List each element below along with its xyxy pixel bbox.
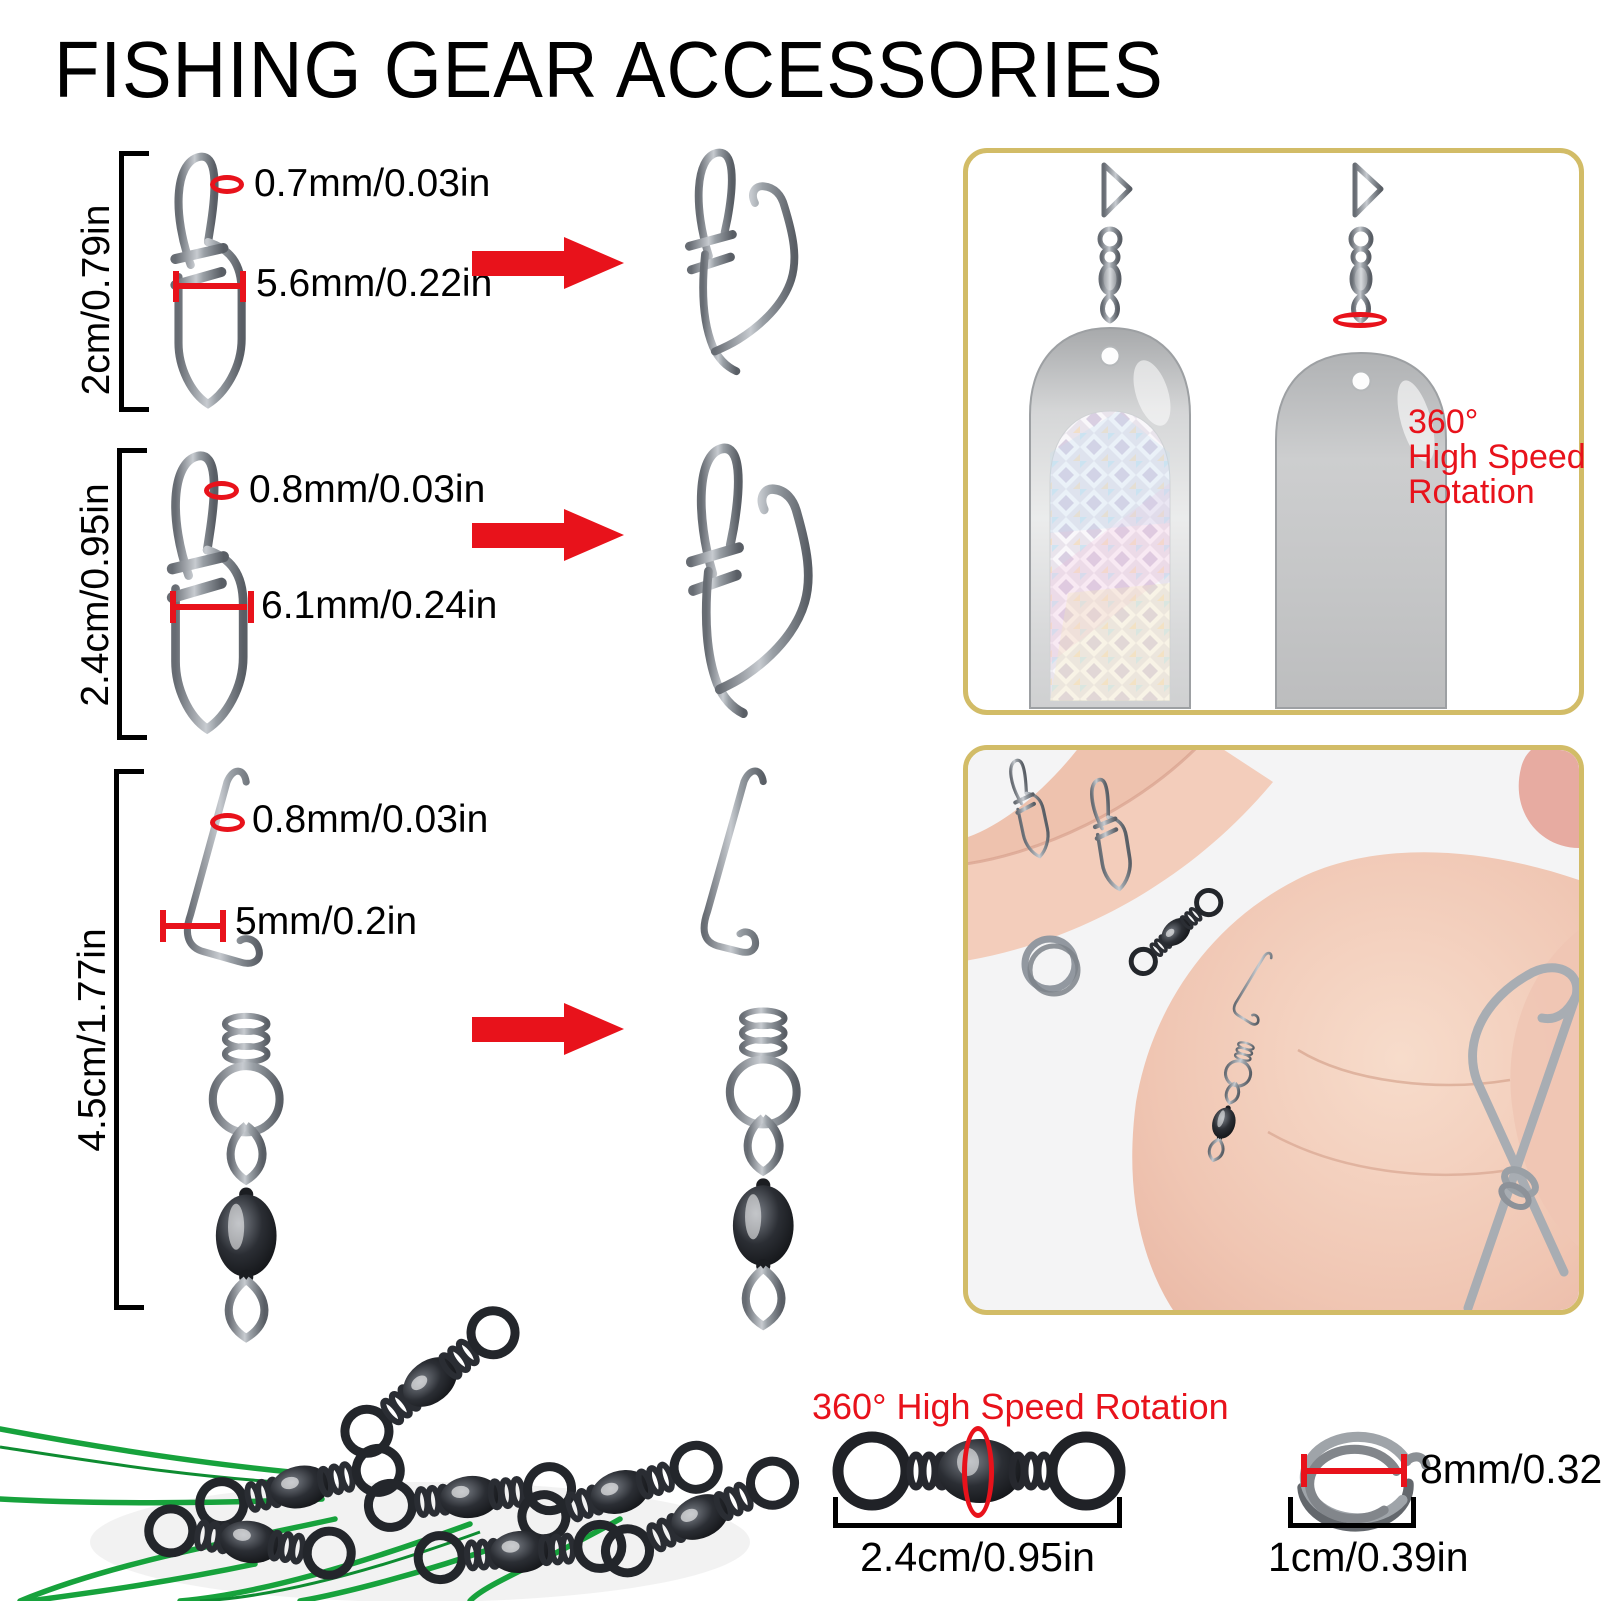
- opening-width-measure-row1: [176, 283, 244, 289]
- swivel-length-bracket-left-tick: [833, 1497, 838, 1528]
- swivel-rotation-label: 360° High Speed Rotation: [812, 1386, 1229, 1427]
- height-label-row1: 2cm/0.79in: [75, 204, 118, 396]
- size-bracket-row1-bottom-tick: [119, 407, 149, 412]
- flasher-blades-photo: [1029, 162, 1447, 709]
- swivel-length-bracket: [833, 1523, 1122, 1528]
- opening-width-cap-left-row2: [170, 591, 176, 623]
- transform-arrow-icon-row3: [472, 1003, 624, 1055]
- split-ring-inner-cap-left: [1301, 1454, 1307, 1487]
- size-bracket-row2-top-tick: [117, 448, 147, 453]
- hand-photo-panel: [963, 745, 1584, 1315]
- opening-width-label-row1: 5.6mm/0.22in: [256, 262, 493, 305]
- opening-width-cap-right-row1: [240, 271, 246, 302]
- page-title: FISHING GEAR ACCESSORIES: [54, 25, 1164, 114]
- wire-diameter-label-row2: 0.8mm/0.03in: [249, 468, 486, 511]
- rotation-note-line2: High Speed: [1408, 438, 1586, 476]
- wire-diameter-ellipse-row1: [210, 175, 244, 194]
- split-ring-outer-label: 1cm/0.39in: [1268, 1534, 1469, 1580]
- opening-width-measure-row3: [163, 923, 223, 929]
- transform-arrow-icon-row1: [472, 237, 624, 289]
- rotation-note: 360° High Speed Rotation: [1408, 405, 1586, 510]
- swivel-rotation-ellipse-icon: [962, 1426, 994, 1518]
- split-ring-outer-bracket-right-tick: [1411, 1497, 1416, 1528]
- split-ring-inner-measure: [1301, 1468, 1407, 1474]
- size-bracket-row3-bottom-tick: [114, 1305, 144, 1310]
- hand-with-accessories-photo: [968, 750, 1579, 1310]
- height-label-row3: 4.5cm/1.77in: [71, 928, 114, 1152]
- split-ring-outer-bracket-left-tick: [1288, 1497, 1293, 1528]
- flasher-photo-panel: 360° High Speed Rotation: [963, 148, 1586, 715]
- opening-width-measure-row2: [173, 604, 247, 610]
- size-bracket-row2: [117, 448, 122, 740]
- height-label-row2: 2.4cm/0.95in: [74, 483, 117, 707]
- opening-width-label-row2: 6.1mm/0.24in: [261, 584, 498, 627]
- wire-diameter-label-row3: 0.8mm/0.03in: [252, 798, 489, 841]
- snap-open-illustration-row1: [660, 144, 846, 380]
- rotation-note-line3: Rotation: [1408, 473, 1535, 511]
- swivel-length-label: 2.4cm/0.95in: [860, 1534, 1095, 1580]
- wire-diameter-label-row1: 0.7mm/0.03in: [254, 162, 491, 205]
- transform-arrow-icon-row2: [472, 509, 624, 561]
- split-ring-inner-label: 8mm/0.32in: [1420, 1446, 1601, 1492]
- rotation-ellipse-icon: [1333, 312, 1387, 328]
- swivel-length-bracket-right-tick: [1117, 1497, 1122, 1528]
- opening-width-cap-right-row3: [220, 910, 226, 942]
- swivel-leaders-photo: [0, 1262, 790, 1601]
- snap-swivel-closed-illustration-row3: [143, 762, 315, 1324]
- opening-width-cap-left-row3: [160, 910, 166, 942]
- snap-swivel-open-illustration-row3: [656, 762, 828, 1312]
- split-ring-inner-cap-right: [1401, 1454, 1407, 1487]
- size-bracket-row3: [114, 769, 119, 1310]
- split-ring-outer-bracket: [1288, 1523, 1416, 1528]
- wire-diameter-ellipse-row2: [204, 481, 239, 500]
- size-bracket-row3-top-tick: [114, 769, 144, 774]
- opening-width-label-row3: 5mm/0.2in: [235, 900, 418, 943]
- opening-width-cap-right-row2: [248, 591, 254, 623]
- rotation-note-line1: 360°: [1408, 403, 1479, 441]
- size-bracket-row1-top-tick: [119, 151, 149, 156]
- snap-open-illustration-row2: [658, 438, 866, 724]
- size-bracket-row2-bottom-tick: [117, 735, 147, 740]
- wire-diameter-ellipse-row3: [210, 813, 245, 832]
- opening-width-cap-left-row1: [173, 271, 179, 302]
- size-bracket-row1: [119, 151, 124, 412]
